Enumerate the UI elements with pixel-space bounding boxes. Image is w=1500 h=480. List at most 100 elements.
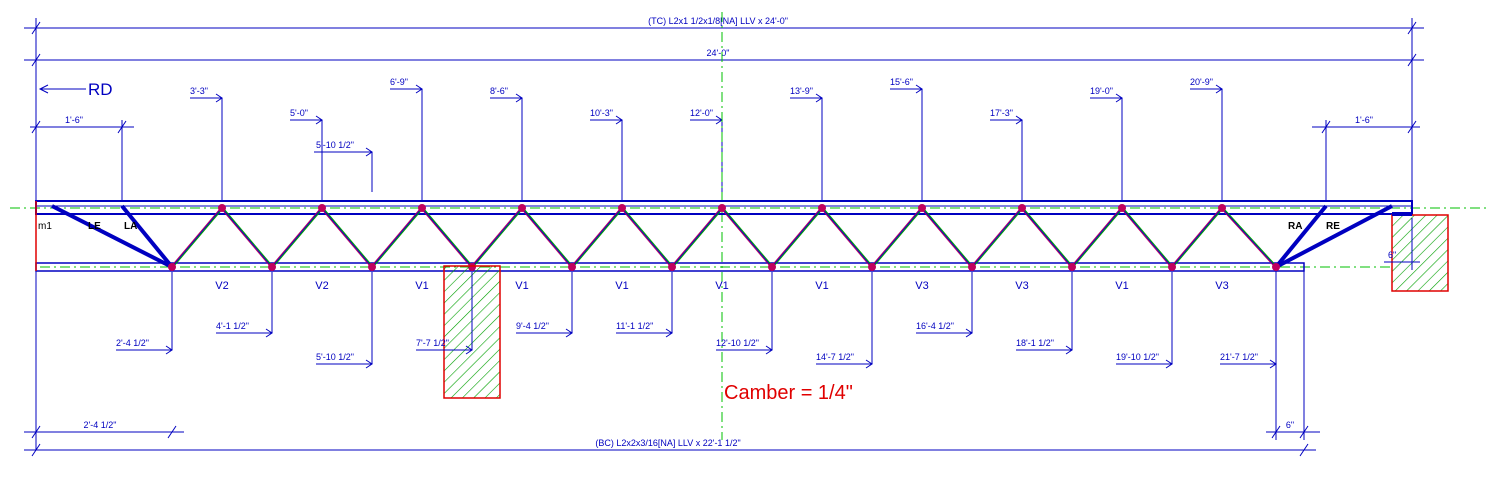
web-line	[271, 207, 323, 268]
web-line	[372, 207, 424, 268]
web-label: V3	[1215, 280, 1228, 292]
label-le: LE	[88, 221, 101, 232]
bottom-chord-dimension: (BC) L2x2x3/16[NA] LLV x 22'-1 1/2"	[24, 438, 1316, 457]
web-label: V1	[1115, 280, 1128, 292]
web-line	[922, 207, 974, 268]
web-line	[572, 207, 624, 268]
bottom-dim-arrow	[565, 328, 573, 338]
bottom-joint	[1272, 263, 1280, 271]
top-joint	[1218, 204, 1226, 212]
web-line	[772, 207, 824, 268]
right-bearing-plate	[1391, 212, 1449, 292]
web-line	[870, 207, 922, 268]
top-dim-text: 3'-3"	[190, 86, 208, 96]
bottom-dim-text: 5'-10 1/2"	[316, 352, 354, 362]
top-dim-text: 12'-0"	[690, 108, 713, 118]
bottom-dim-text: 12'-10 1/2"	[716, 338, 759, 348]
web-line	[1222, 207, 1278, 268]
web-line	[1220, 207, 1276, 268]
top-joint	[918, 204, 926, 212]
bottom-joint	[968, 263, 976, 271]
web-line	[921, 207, 973, 268]
web-line	[1071, 207, 1123, 268]
web-label: V2	[315, 280, 328, 292]
bottom-dim-text: 4'-1 1/2"	[216, 321, 249, 331]
web-line	[622, 207, 674, 268]
bottom-dim-text: 7'-7 1/2"	[416, 338, 449, 348]
web-line	[171, 207, 223, 268]
top-joint	[618, 204, 626, 212]
web-line	[1021, 207, 1073, 268]
left-end-dim: 1'-6"	[65, 115, 83, 125]
web-label: V1	[715, 280, 728, 292]
web-line	[1122, 207, 1174, 268]
web-line	[671, 207, 723, 268]
camber-label: Camber = 1/4"	[724, 382, 853, 404]
web-line	[570, 207, 622, 268]
bottom-dim-text: 19'-10 1/2"	[1116, 352, 1159, 362]
web-line	[620, 207, 672, 268]
top-dim-text: 5'-0"	[290, 108, 308, 118]
bottom-joint	[1068, 263, 1076, 271]
bottom-dim-text: 2'-4 1/2"	[116, 338, 149, 348]
bottom-dim-text: 9'-4 1/2"	[516, 321, 549, 331]
web-line	[1020, 207, 1072, 268]
top-dim-text: 15'-6"	[890, 77, 913, 87]
web-line	[1022, 207, 1074, 268]
web-line	[970, 207, 1022, 268]
web-line	[270, 207, 322, 268]
bottom-joint	[168, 263, 176, 271]
bottom-joint	[1168, 263, 1176, 271]
label-re: RE	[1326, 221, 1340, 232]
web-line	[222, 207, 274, 268]
bottom-joint	[768, 263, 776, 271]
web-line	[521, 207, 573, 268]
web-label: V2	[215, 280, 228, 292]
web-line	[1221, 207, 1277, 268]
overall-length-dimension: 24'-0"	[24, 48, 1424, 67]
web-line	[522, 207, 574, 268]
top-dim-text: 10'-3"	[590, 108, 613, 118]
top-dim-text: 8'-6"	[490, 86, 508, 96]
web-label: V3	[915, 280, 928, 292]
web-line	[420, 207, 472, 268]
top-joint	[1118, 204, 1126, 212]
top-dim-text: 17'-3"	[990, 108, 1013, 118]
web-line	[1121, 207, 1173, 268]
web-line	[820, 207, 872, 268]
rd-label: RD	[88, 80, 113, 99]
top-dim-text: 19'-0"	[1090, 86, 1113, 96]
top-dim-text: 20'-9"	[1190, 77, 1213, 87]
web-line	[472, 207, 524, 268]
right-seat-dimension: 6"	[1384, 218, 1420, 270]
web-line	[1170, 207, 1222, 268]
web-line	[422, 207, 474, 268]
web-line	[520, 207, 572, 268]
top-joint	[218, 204, 226, 212]
web-line	[670, 207, 722, 268]
web-line	[1171, 207, 1223, 268]
web-line	[871, 207, 923, 268]
web-members	[170, 207, 1278, 268]
bottom-dim-text: 18'-1 1/2"	[1016, 338, 1054, 348]
web-line	[872, 207, 924, 268]
right-end-dim: 1'-6"	[1355, 115, 1373, 125]
web-line	[321, 207, 373, 268]
bottom-dim-arrow	[465, 345, 473, 355]
bottom-right-dim: 6"	[1286, 420, 1294, 430]
top-dim-text: 6'-9"	[390, 77, 408, 87]
end-diagonals	[51, 204, 1393, 269]
bottom-panel-dimensions: 2'-4 1/2" 4'-1 1/2" 5'-10 1/2" 7'-7 1/2" 9'-…	[116, 272, 1277, 369]
bottom-dim-arrow	[265, 328, 273, 338]
top-extra-dimension: 5'-10 1/2"	[314, 140, 373, 192]
web-line	[1172, 207, 1224, 268]
top-joint	[318, 204, 326, 212]
web-line	[621, 207, 673, 268]
top-joint	[518, 204, 526, 212]
right-end-dimension: 1'-6"	[1312, 115, 1420, 200]
bottom-dim-arrow	[665, 328, 673, 338]
bottom-dim-arrow	[865, 359, 873, 369]
bottom-joint	[368, 263, 376, 271]
